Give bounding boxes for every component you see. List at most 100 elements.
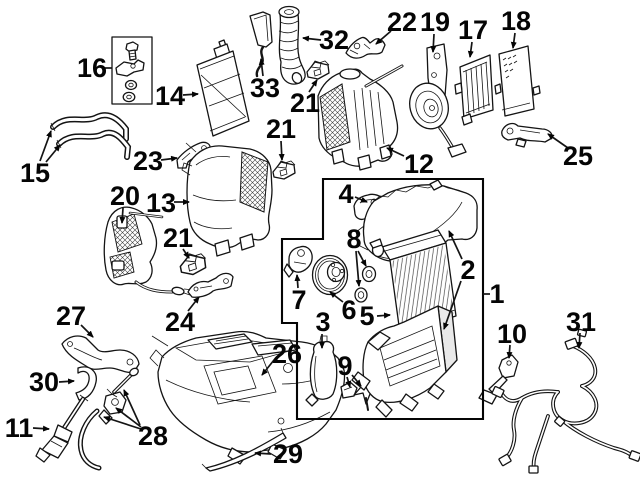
leader-line-8 [357,250,367,267]
leader-line-23 [160,155,178,162]
callout-label-13: 13 [146,188,176,218]
callout-label-33: 33 [250,73,280,103]
leader-line-7 [294,274,301,289]
assembly-box-outline [280,177,485,421]
callout-label-16: 16 [77,53,107,83]
callout-label-14: 14 [155,81,185,111]
callout-label-21: 21 [266,114,296,144]
callout-label-4: 4 [338,179,353,209]
leader-line-22 [375,30,392,45]
leader-line-9 [345,376,352,388]
callout-label-12: 12 [404,149,434,179]
callout-label-31: 31 [566,307,596,337]
leader-line-29 [254,450,272,457]
leader-line-5 [376,312,391,319]
blower-bracket-19 [409,43,467,158]
callout-label-20: 20 [110,181,140,211]
leader-line-10 [506,344,513,359]
leader-line-18 [510,32,517,49]
leader-line-30 [58,378,75,385]
callout-label-1: 1 [489,279,504,309]
callout-label-28: 28 [138,421,168,451]
evaporator-lower-case [351,305,458,418]
callout-label-5: 5 [359,301,374,331]
clutch-pulley-6 [311,254,349,296]
callout-label-3: 3 [315,307,330,337]
leader-line-32 [302,35,322,42]
connector-21b [272,160,296,180]
callout-label-21: 21 [290,88,320,118]
leader-line-21 [308,79,318,93]
callout-label-32: 32 [319,25,349,55]
bracket-24 [187,272,234,298]
filter-17 [454,54,494,126]
leader-line-17 [467,41,474,58]
evaporator-housing-12 [317,64,404,171]
leader-line-15 [45,144,61,163]
callout-label-22: 22 [387,7,417,37]
callout-label-19: 19 [420,7,450,37]
leader-line-21 [182,248,190,259]
callout-label-17: 17 [458,15,488,45]
callout-label-30: 30 [29,367,59,397]
clip-30 [75,366,97,401]
expansion-valve-7 [283,245,313,278]
leader-line-21 [278,140,285,161]
callout-label-23: 23 [133,146,163,176]
lever-bracket-25 [501,122,553,148]
filter-cover-18 [494,45,541,117]
assembly-box [280,177,485,421]
leader-line-15 [39,130,52,162]
wiring-harness-31 [491,328,640,474]
callout-label-24: 24 [165,307,195,337]
bracket-23 [176,141,211,169]
trim-strip-29 [201,427,287,472]
leader-line-11 [32,425,50,432]
callout-label-21: 21 [163,223,193,253]
leader-line-9 [351,374,362,387]
leader-line-28 [115,407,142,428]
sensor-probe-11 [35,394,89,463]
leader-line-2 [443,280,462,330]
callout-label-11: 11 [5,413,34,443]
callout-label-8: 8 [346,224,361,254]
callout-label-25: 25 [563,141,593,171]
heater-hoses-15 [50,112,132,160]
leader-line-6 [329,291,344,303]
connector-21c [179,253,207,276]
leader-line-12 [386,147,405,157]
lever-28c [106,367,139,398]
callout-label-29: 29 [273,439,303,469]
leader-line-8 [355,250,362,287]
callout-label-26: 26 [272,339,302,369]
callout-label-27: 27 [56,301,86,331]
leader-line-24 [187,296,200,312]
callout-label-18: 18 [501,6,531,36]
leader-line-2 [448,230,463,260]
leader-line-33 [258,58,265,77]
callout-label-15: 15 [20,158,50,188]
leader-line-14 [182,91,199,98]
leader-line-4 [354,196,368,203]
leader-line-27 [80,324,94,338]
callout-label-9: 9 [337,351,352,381]
leader-line-25 [547,133,569,149]
callout-label-7: 7 [291,285,306,315]
leader-line-28 [123,389,141,426]
mounting-kit-16 [111,36,153,105]
heater-core-14 [196,39,250,137]
bracket-27 [61,335,140,374]
seal-strip-33 [249,11,273,78]
drain-hose-32 [278,5,306,85]
leader-line-28 [103,415,142,430]
callout-label-2: 2 [460,255,475,285]
o-rings-8 [354,265,377,303]
leader-line-19 [430,33,437,53]
leader-line-31 [576,332,583,349]
leader-line-26 [261,359,275,376]
tube-28a [77,408,102,471]
leader-line-20 [119,207,126,224]
